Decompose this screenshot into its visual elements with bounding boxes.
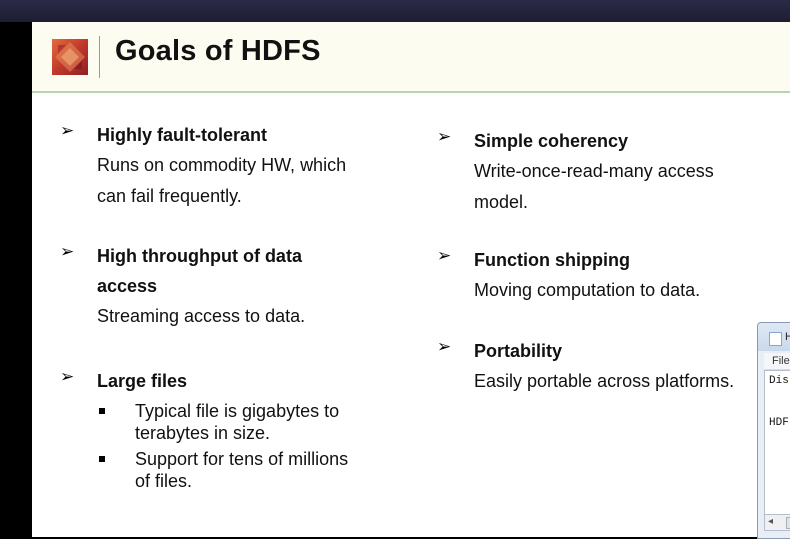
window-menubar: File <box>764 353 790 370</box>
left-strip <box>0 22 32 537</box>
item-desc: can fail frequently. <box>97 186 242 206</box>
arrow-bullet-icon: ➢ <box>60 121 75 141</box>
menu-file[interactable]: File <box>772 355 790 367</box>
arrow-bullet-icon: ➢ <box>437 246 452 266</box>
list-item: ➢ Large files Typical file is gigabytes … <box>60 366 380 492</box>
item-desc: Streaming access to data. <box>97 306 306 326</box>
item-title: access <box>97 276 158 296</box>
logo-icon <box>52 39 88 75</box>
left-column: ➢ Highly fault-tolerant Runs on commodit… <box>60 121 380 523</box>
slide-header: Goals of HDFS <box>32 22 790 93</box>
square-bullet-icon <box>99 456 105 462</box>
text-line: Dis <box>769 375 789 387</box>
item-desc: Runs on commodity HW, which <box>97 155 347 175</box>
arrow-bullet-icon: ➢ <box>60 367 75 387</box>
item-desc: Write-once-read-many access <box>474 161 714 181</box>
sub-item-text: Support for tens of millions <box>135 449 349 469</box>
item-title: Highly fault-tolerant <box>97 125 267 145</box>
list-item: ➢ Function shipping Moving computation t… <box>437 245 757 306</box>
item-title: High throughput of data <box>97 246 302 266</box>
top-bar <box>0 0 790 22</box>
document-icon <box>769 332 782 346</box>
slide: Goals of HDFS ➢ Highly fault-tolerant Ru… <box>32 22 790 537</box>
scroll-thumb[interactable] <box>786 517 790 529</box>
window-title: H <box>785 331 790 343</box>
sub-item-text: of files. <box>135 471 193 491</box>
right-column: ➢ Simple coherency Write-once-read-many … <box>437 127 757 428</box>
sub-item: Typical file is gigabytes to terabytes i… <box>97 400 380 444</box>
page-title: Goals of HDFS <box>115 35 321 67</box>
item-title: Simple coherency <box>474 131 629 151</box>
sub-item-text: terabytes in size. <box>135 423 271 443</box>
background-window[interactable]: H File Dis HDF ◂ <box>757 322 790 539</box>
item-title: Function shipping <box>474 250 630 270</box>
window-titlebar[interactable]: H <box>758 323 790 351</box>
window-text-area[interactable]: Dis HDF <box>764 370 790 516</box>
item-desc: Easily portable across platforms. <box>474 371 735 391</box>
arrow-bullet-icon: ➢ <box>437 127 452 147</box>
square-bullet-icon <box>99 408 105 414</box>
item-title: Large files <box>97 371 188 391</box>
horizontal-scrollbar[interactable]: ◂ <box>764 514 790 531</box>
sub-item: Support for tens of millions of files. <box>97 448 380 492</box>
header-separator <box>99 36 100 78</box>
sub-item-text: Typical file is gigabytes to <box>135 401 340 421</box>
item-desc: model. <box>474 192 529 212</box>
arrow-bullet-icon: ➢ <box>437 337 452 357</box>
item-title: Portability <box>474 341 563 361</box>
arrow-bullet-icon: ➢ <box>60 242 75 262</box>
scroll-left-icon[interactable]: ◂ <box>768 516 774 527</box>
list-item: ➢ Portability Easily portable across pla… <box>437 336 757 397</box>
list-item: ➢ Highly fault-tolerant Runs on commodit… <box>60 120 380 212</box>
item-desc: Moving computation to data. <box>474 280 701 300</box>
text-line: HDF <box>769 417 789 429</box>
sub-list: Typical file is gigabytes to terabytes i… <box>97 400 380 492</box>
list-item: ➢ High throughput of data access Streami… <box>60 241 380 332</box>
list-item: ➢ Simple coherency Write-once-read-many … <box>437 126 757 218</box>
